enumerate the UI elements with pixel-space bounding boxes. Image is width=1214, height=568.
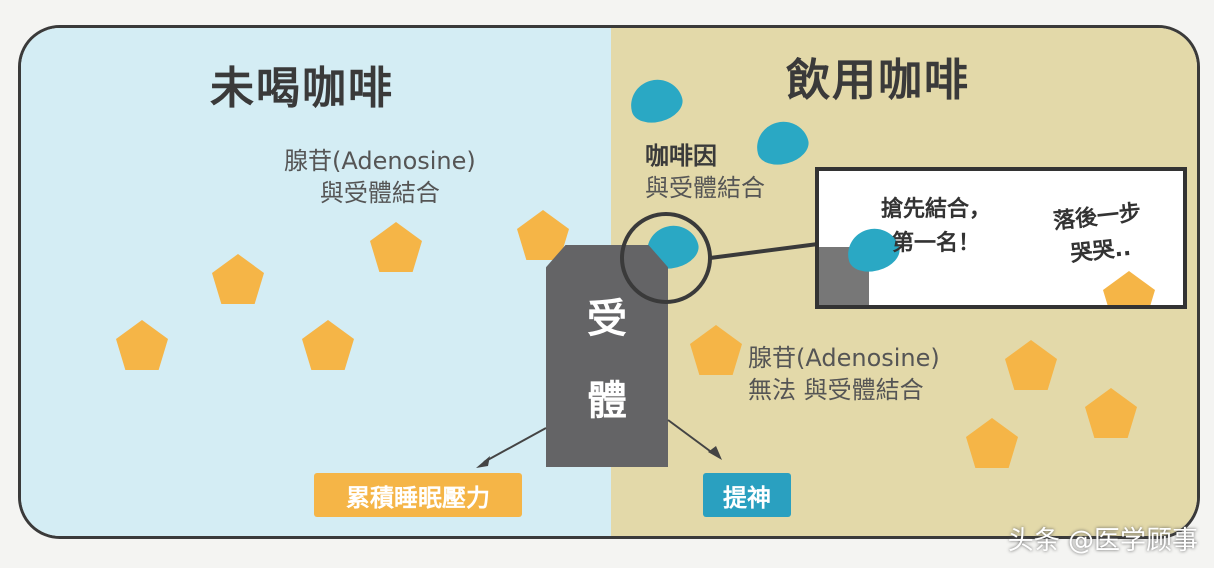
winner-line: 搶先結合， [881, 197, 992, 222]
callout-line [709, 242, 819, 260]
sleep-pressure-label: 累積睡眠壓力 [314, 473, 522, 517]
arrow-left [483, 427, 547, 463]
adenosine-molecule [1103, 271, 1155, 305]
receptor: 受 體 [546, 245, 668, 467]
right-adenosine-text: 腺苷(Adenosine) 無法 與受體結合 [748, 342, 940, 406]
receptor-label: 受 [587, 296, 627, 342]
loser-text: 落後一步 哭哭.. [1052, 197, 1147, 274]
left-adenosine-text: 腺苷(Adenosine) 與受體結合 [284, 145, 476, 209]
adenosine-label: 腺苷(Adenosine) [748, 344, 940, 372]
callout-box: 搶先結合， 第一名！ 落後一步 哭哭.. [815, 167, 1187, 309]
alertness-label: 提神 [703, 473, 791, 517]
adenosine-binding-label: 無法 與受體結合 [748, 376, 924, 404]
zoom-circle [620, 212, 712, 304]
receptor-label: 體 [587, 378, 627, 424]
caffeine-text: 咖啡因 與受體結合 [645, 140, 765, 204]
coffee-title: 飲用咖啡 [786, 55, 970, 106]
diagram-frame [18, 25, 1200, 539]
arrowhead-icon [476, 456, 490, 468]
arrow-right [667, 419, 715, 455]
no-coffee-panel [21, 28, 611, 536]
winner-line: 第一名！ [892, 231, 981, 256]
winner-text: 搶先結合， 第一名！ [881, 193, 991, 261]
caffeine-binding-label: 與受體結合 [645, 174, 765, 202]
watermark: 头条 @医学顾事 [1007, 526, 1198, 556]
no-coffee-title: 未喝咖啡 [210, 63, 394, 114]
binding-label: 與受體結合 [319, 179, 440, 207]
arrowhead-icon [708, 446, 722, 460]
adenosine-label: 腺苷(Adenosine) [284, 147, 476, 175]
caffeine-label: 咖啡因 [645, 142, 717, 170]
